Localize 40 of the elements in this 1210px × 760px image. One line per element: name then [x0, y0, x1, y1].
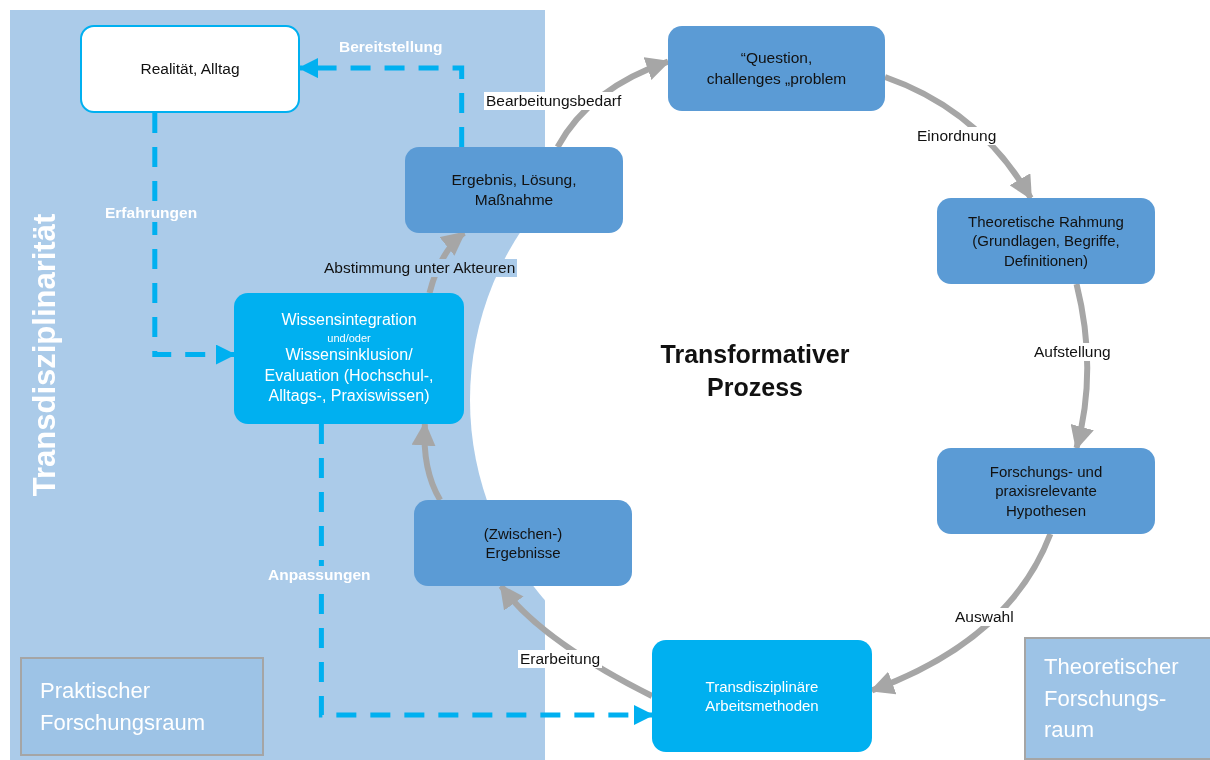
region-box — [1024, 637, 1210, 760]
process-box — [652, 640, 872, 752]
arrow — [411, 421, 443, 502]
node-text: Forschungs- und praxisrelevante Hypothesen — [988, 461, 1104, 521]
arrow — [498, 584, 654, 699]
edge-label: Aufstellung — [1032, 343, 1113, 361]
arrow — [152, 113, 236, 365]
region-box — [20, 657, 264, 756]
node-text: Theoretischer Forschungs- raum — [1044, 652, 1180, 745]
node-text: Ergebnis, Lösung, Maßnahme — [450, 169, 578, 210]
edge-label: Erfahrungen — [103, 204, 200, 222]
node-text: Theoretische Rahmung (Grundlagen, Begriffe, Definitionen) — [967, 211, 1125, 271]
edge-label: Anpassungen — [266, 566, 373, 584]
process-box — [405, 147, 623, 233]
node-text: Wissensinklusion/ Evaluation (Hochschul-, Alltags-, Praxiswissen) — [263, 344, 435, 407]
edge-label: Bereitstellung — [337, 38, 445, 56]
edge-label: Abstimmung unter Akteuren — [322, 259, 518, 277]
vertical-title: Transdisziplinarität — [27, 212, 63, 499]
edge-label: Auswahl — [953, 608, 1016, 626]
node-text: Transdisziplinäre Arbeitsmethoden — [704, 676, 820, 716]
node-text: Wissensintegration — [281, 309, 417, 330]
process-box — [80, 25, 300, 113]
process-box — [937, 448, 1155, 534]
arrow — [298, 58, 465, 147]
arrow — [318, 424, 654, 726]
arrow — [1070, 283, 1094, 451]
arrow — [883, 74, 1034, 201]
node-text: (Zwischen-) Ergebnisse — [482, 523, 564, 563]
edge-label: Erarbeitung — [518, 650, 603, 668]
node-text: und/oder — [327, 330, 371, 345]
edge-label: Einordnung — [915, 127, 999, 145]
process-box — [937, 198, 1155, 284]
center-title: Transformativer Prozess — [659, 339, 851, 403]
node-text: Praktischer Forschungsraum — [40, 676, 207, 737]
process-box — [234, 293, 464, 424]
process-box — [414, 500, 632, 586]
node-text: “Question, challenges „problem — [705, 48, 848, 89]
node-text: Realität, Alltag — [140, 58, 240, 79]
edge-label: Bearbeitungsbedarf — [484, 92, 624, 110]
process-box — [668, 26, 885, 111]
